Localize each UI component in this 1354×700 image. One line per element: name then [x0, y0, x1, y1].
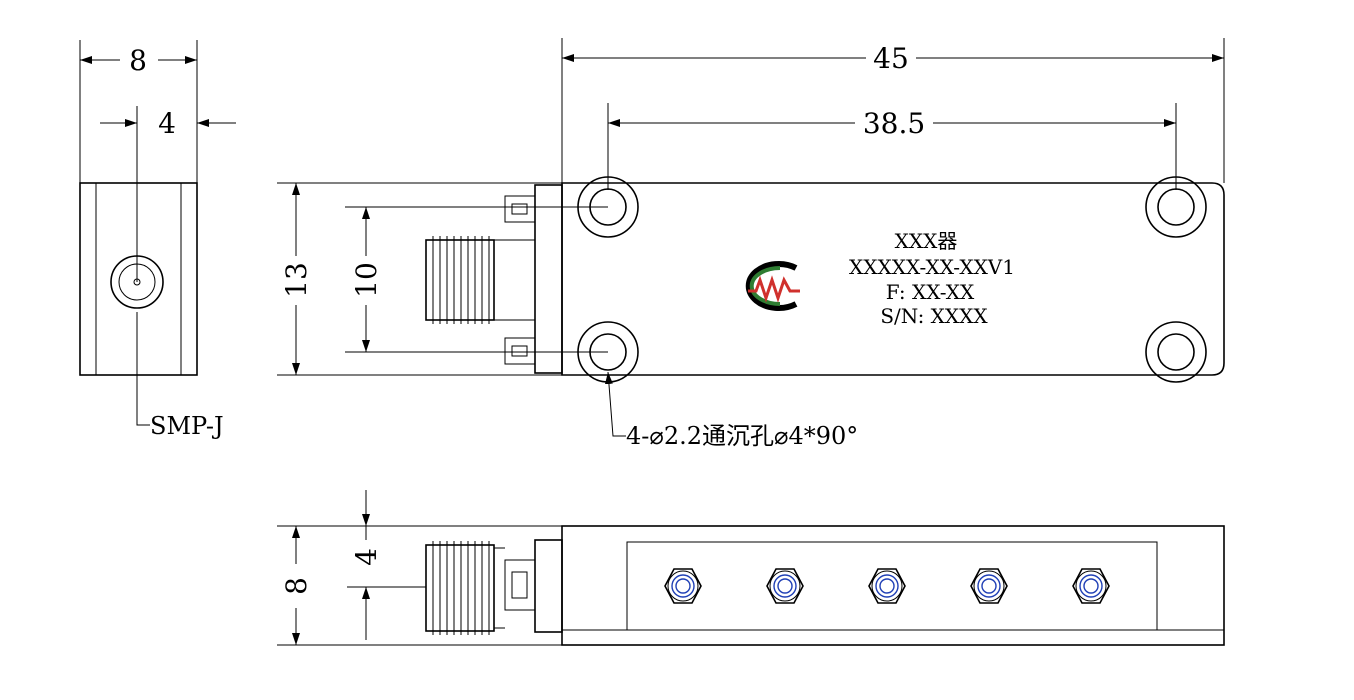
- connector-thread: [432, 236, 490, 324]
- side-view: [79, 40, 236, 426]
- dim-height-overall: 13: [280, 262, 313, 298]
- connector-thread-bottom: [432, 541, 490, 635]
- dim-thickness: 8: [280, 577, 313, 595]
- tuning-screw-1: [664, 568, 702, 604]
- nameplate-name: XXX器: [895, 229, 958, 253]
- nameplate-frequency: F: XX-XX: [886, 280, 975, 304]
- bottom-view: [277, 490, 1225, 646]
- dim-connector-offset: 4: [350, 548, 383, 566]
- tuning-screw-4: [970, 568, 1008, 604]
- nameplate-serial: S/N: XXXX: [880, 304, 988, 328]
- dim-hole-spacing: 38.5: [863, 107, 925, 140]
- dim-length-overall: 45: [873, 42, 909, 75]
- tuning-screw-5: [1072, 568, 1110, 604]
- connector-callout: SMP-J: [150, 412, 224, 440]
- tuning-screw-3: [868, 568, 906, 604]
- dim-width-side: 8: [129, 44, 147, 77]
- dim-pin-offset: 4: [158, 107, 176, 140]
- mounting-hole-br: [1145, 321, 1207, 383]
- nameplate-model: XXXXX-XX-XXV1: [849, 255, 1015, 279]
- company-logo: [745, 261, 800, 311]
- holes-callout: 4-⌀2.2通沉孔⌀4*90°: [626, 422, 858, 450]
- dim-connector-spacing: 10: [350, 262, 383, 298]
- tuning-screw-2: [766, 568, 804, 604]
- front-view: [277, 38, 1225, 437]
